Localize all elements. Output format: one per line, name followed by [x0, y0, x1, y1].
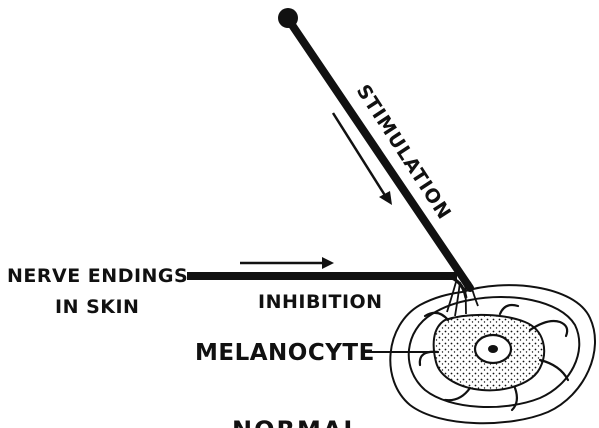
nerve-endings-label-line1: NERVE ENDINGS — [7, 265, 188, 287]
normal-label: NORMAL — [232, 416, 361, 428]
stimulation-nerve-fiber — [278, 8, 470, 288]
melanocyte-label: MELANOCYTE — [195, 340, 375, 366]
stimulation-label: STIMULATION — [352, 81, 456, 224]
nerve-cell-body — [278, 8, 298, 28]
inhibition-label: INHIBITION — [258, 291, 383, 313]
nucleolus — [488, 345, 498, 353]
inhibition-arrow — [240, 257, 334, 269]
nerve-endings-label-line2: IN SKIN — [55, 296, 139, 318]
